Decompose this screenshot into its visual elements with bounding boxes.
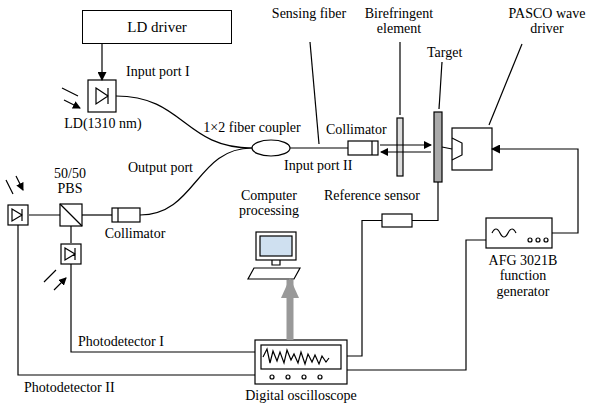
keyboard bbox=[248, 268, 300, 279]
target-plate bbox=[434, 112, 442, 182]
photodetector bbox=[61, 244, 81, 264]
beam-splitter-node: 50/50 PBS bbox=[60, 204, 82, 226]
coupler-node: 1×2 fiber coupler bbox=[252, 140, 290, 156]
monitor-stand bbox=[272, 260, 280, 265]
leader-line bbox=[399, 42, 400, 115]
fiber-coupler bbox=[252, 140, 290, 156]
leader-line bbox=[439, 62, 442, 109]
connector bbox=[347, 221, 382, 357]
driver-cone bbox=[452, 138, 462, 160]
diode-mark bbox=[96, 88, 108, 104]
node-label: 50/50 PBS bbox=[40, 166, 100, 197]
oscilloscope-node: Digital oscilloscope bbox=[255, 340, 347, 384]
node-label: Digital oscilloscope bbox=[236, 388, 366, 403]
laser-diode bbox=[88, 80, 116, 112]
leader-line bbox=[310, 42, 319, 144]
connector bbox=[347, 240, 486, 370]
birefringent-node: Birefringent element bbox=[397, 118, 403, 176]
function-generator bbox=[486, 218, 552, 248]
laser-diode-node: LD(1310 nm) bbox=[88, 80, 116, 112]
signal-wire bbox=[18, 225, 255, 375]
leader-line bbox=[489, 44, 522, 125]
collimator bbox=[348, 141, 378, 155]
monitor bbox=[256, 232, 296, 260]
connector bbox=[101, 44, 102, 80]
connector bbox=[492, 149, 578, 233]
port-label: Input port II bbox=[282, 158, 354, 173]
driver-box: LD driver bbox=[82, 10, 232, 44]
signal-wire bbox=[71, 264, 255, 352]
data-transfer-arrow bbox=[287, 280, 294, 340]
wave-driver-node: PASCO wave driver bbox=[452, 128, 492, 170]
connector bbox=[82, 214, 112, 215]
node-label: Target bbox=[427, 45, 475, 60]
node-label: 1×2 fiber coupler bbox=[198, 120, 306, 135]
collimator-node: Collimator bbox=[348, 141, 378, 155]
target-node: Target bbox=[434, 112, 442, 182]
node-label: LD driver bbox=[127, 19, 187, 36]
splitter-diagonal bbox=[60, 204, 82, 226]
connector bbox=[442, 147, 452, 149]
signal-label: Photodetector II bbox=[24, 380, 154, 395]
monitor-screen bbox=[260, 236, 292, 256]
lens-mark bbox=[371, 141, 372, 155]
connector bbox=[290, 147, 348, 148]
connector bbox=[140, 148, 252, 215]
node-label: Collimator bbox=[100, 226, 170, 241]
photodetector bbox=[8, 205, 28, 225]
split-beams bbox=[29, 215, 71, 243]
beam-forward bbox=[380, 144, 431, 145]
wave-driver bbox=[452, 128, 492, 170]
light-arrows bbox=[62, 88, 80, 108]
generator-node: AFG 3021B function generator bbox=[486, 218, 552, 248]
scope-trace bbox=[263, 349, 329, 364]
node-label: Reference sensor bbox=[318, 188, 426, 203]
computer-node: Computer processing bbox=[250, 232, 302, 280]
birefringent-plate bbox=[397, 118, 403, 176]
generator-wave bbox=[492, 229, 516, 237]
node-label: LD(1310 nm) bbox=[48, 116, 158, 131]
reference-sensor-node: Reference sensor bbox=[382, 214, 412, 227]
beam-back bbox=[381, 151, 431, 152]
node-label: Collimator bbox=[326, 122, 396, 137]
scope-screen bbox=[261, 345, 341, 369]
node-label: Computer processing bbox=[226, 188, 312, 219]
lens-mark bbox=[117, 208, 118, 222]
port-label: Input port I bbox=[124, 64, 192, 79]
fiber-label: Sensing fiber bbox=[268, 6, 350, 21]
beam-splitter bbox=[60, 204, 82, 226]
node-label: Birefringent element bbox=[356, 6, 442, 37]
light-arrows bbox=[44, 270, 66, 290]
signal-label: Photodetector I bbox=[78, 334, 198, 349]
port-label: Output port bbox=[126, 160, 195, 175]
photodiode-mark bbox=[12, 209, 22, 221]
node-label: PASCO wave driver bbox=[500, 6, 594, 37]
node-label: AFG 3021B function generator bbox=[478, 253, 568, 299]
oscilloscope bbox=[255, 340, 347, 384]
collimator-node: Collimator bbox=[112, 208, 140, 222]
light-arrows bbox=[6, 176, 23, 194]
photodiode-mark bbox=[65, 248, 75, 260]
collimator bbox=[112, 208, 140, 222]
reference-sensor bbox=[382, 214, 412, 227]
